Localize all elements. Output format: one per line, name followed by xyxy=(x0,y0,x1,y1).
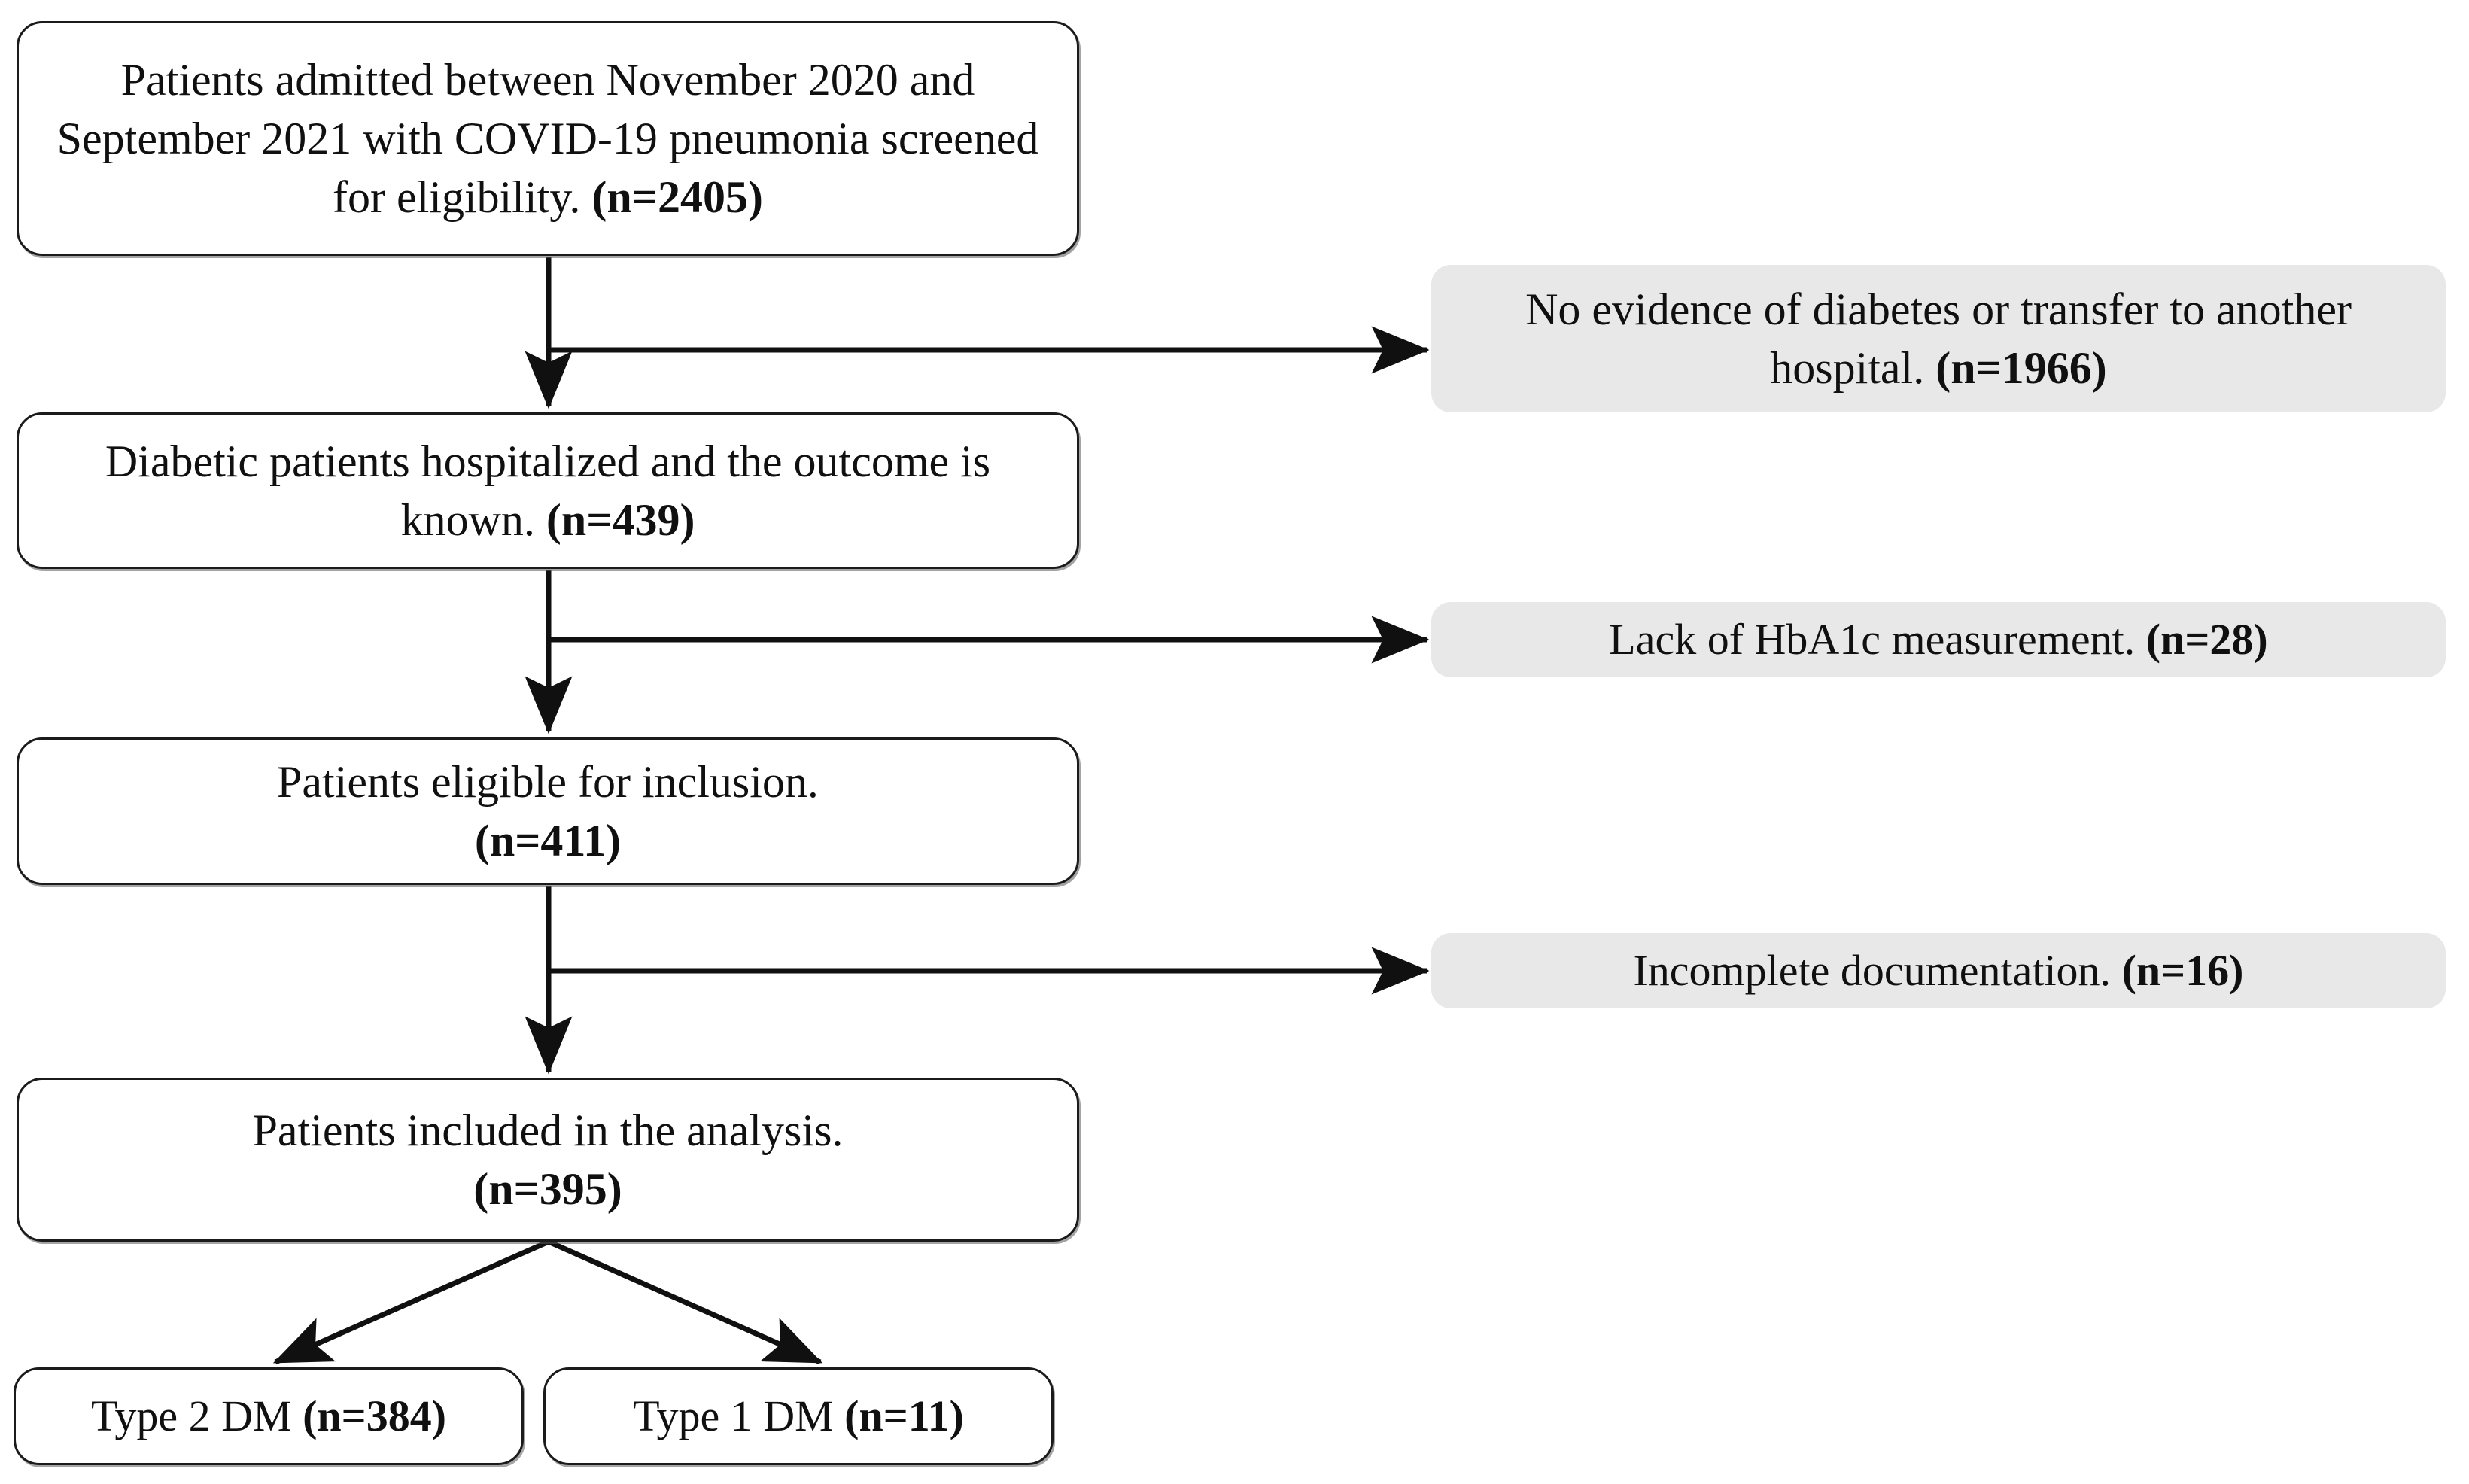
node-screened-count: (n=2405) xyxy=(591,172,763,222)
node-diabetic-count: (n=439) xyxy=(546,495,695,545)
node-diabetic-text: Diabetic patients hospitalized and the o… xyxy=(105,436,991,545)
node-eligible-text: Patients eligible for inclusion. xyxy=(277,757,819,807)
exclusion-box-incomplete-documentation: Incomplete documentation. (n=16) xyxy=(1431,933,2446,1008)
node-eligible-for-inclusion: Patients eligible for inclusion. (n=411) xyxy=(17,737,1079,885)
exclusion-1-text: No evidence of diabetes or transfer to a… xyxy=(1525,284,2352,393)
node-patients-screened: Patients admitted between November 2020 … xyxy=(17,21,1079,256)
node-type-1-dm: Type 1 DM (n=11) xyxy=(543,1367,1054,1465)
node-eligible-count: (n=411) xyxy=(474,816,622,865)
node-diabetic-hospitalized: Diabetic patients hospitalized and the o… xyxy=(17,412,1079,569)
node-included-in-analysis: Patients included in the analysis. (n=39… xyxy=(17,1078,1079,1242)
node-type1-count: (n=11) xyxy=(844,1391,964,1441)
node-type2-count: (n=384) xyxy=(303,1391,447,1441)
arrow-analysis-to-type2 xyxy=(272,1239,550,1365)
exclusion-1-count: (n=1966) xyxy=(1935,343,2107,393)
node-analysis-text: Patients included in the analysis. xyxy=(252,1105,844,1155)
exclusion-2-text: Lack of HbA1c measurement. xyxy=(1609,615,2146,664)
node-type1-text: Type 1 DM xyxy=(633,1391,845,1441)
node-type-2-dm: Type 2 DM (n=384) xyxy=(14,1367,524,1465)
exclusion-box-no-diabetes-or-transfer: No evidence of diabetes or transfer to a… xyxy=(1431,265,2446,412)
exclusion-box-lack-of-hba1c: Lack of HbA1c measurement. (n=28) xyxy=(1431,602,2446,677)
node-analysis-count: (n=395) xyxy=(473,1164,622,1214)
exclusion-3-text: Incomplete documentation. xyxy=(1633,946,2122,996)
node-screened-text: Patients admitted between November 2020 … xyxy=(56,55,1039,222)
exclusion-2-count: (n=28) xyxy=(2145,615,2268,664)
exclusion-3-count: (n=16) xyxy=(2121,946,2244,996)
arrow-analysis-to-type1 xyxy=(547,1239,823,1365)
node-type2-text: Type 2 DM xyxy=(90,1391,303,1441)
